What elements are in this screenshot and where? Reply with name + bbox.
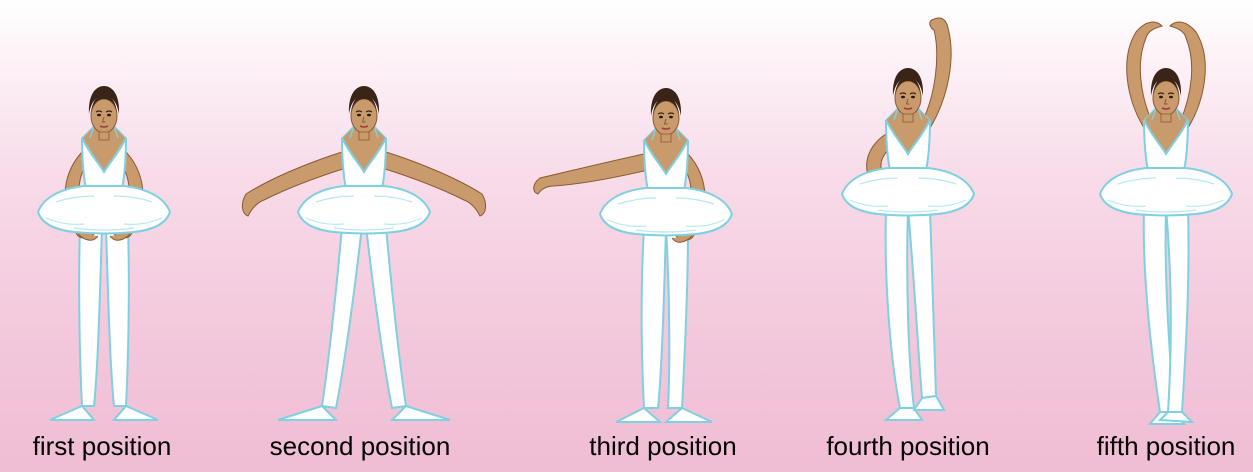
label-fifth-position: fifth position	[1081, 426, 1251, 466]
ballerina-fifth-position	[1100, 22, 1232, 424]
ballerina-third-position	[534, 88, 732, 422]
label-first-position: first position	[4, 426, 200, 466]
label-fourth-position: fourth position	[803, 426, 1013, 466]
label-second-position: second position	[246, 426, 474, 466]
ballerina-fourth-position	[842, 18, 974, 420]
ballerina-first-position	[38, 86, 170, 420]
label-third-position: third position	[560, 426, 766, 466]
ballerina-second-position	[242, 86, 485, 420]
